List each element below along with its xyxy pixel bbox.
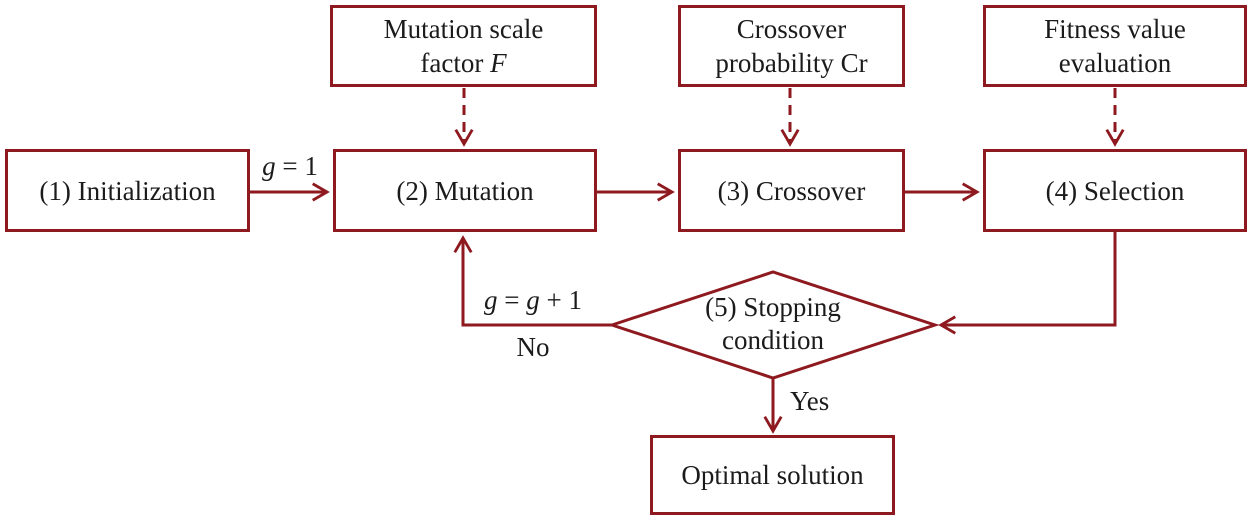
param-line: probability Cr — [715, 48, 868, 78]
stopping-condition-label: (5) Stopping condition — [705, 292, 841, 355]
step-label: (1) Initialization — [39, 175, 216, 206]
arrow-no-loop-to-mutation — [453, 235, 612, 327]
edge-label-g-increment: g = g + 1 — [484, 285, 582, 315]
result-label: Optimal solution — [681, 460, 864, 490]
box-crossover-probability: Crossover probability Cr — [678, 5, 905, 87]
edge-label-yes: Yes — [790, 386, 830, 416]
arrow-selection-to-diamond — [938, 232, 1117, 335]
box-mutation: (2) Mutation — [333, 149, 597, 232]
edge-label-no: No — [516, 332, 550, 362]
param-line: evaluation — [1058, 48, 1172, 78]
box-crossover: (3) Crossover — [678, 149, 905, 232]
box-optimal-solution: Optimal solution — [650, 435, 895, 515]
param-line: factor F — [420, 48, 507, 78]
edge-label-g-equals-1: g = 1 — [262, 151, 318, 181]
param-line: Mutation scale — [383, 14, 544, 44]
box-initialization: (1) Initialization — [5, 149, 250, 232]
stopping-condition-diamond — [607, 270, 940, 380]
box-selection: (4) Selection — [983, 149, 1247, 232]
box-fitness-evaluation: Fitness value evaluation — [983, 5, 1247, 87]
step-label: (3) Crossover — [717, 175, 866, 206]
step-label: (2) Mutation — [396, 175, 534, 206]
param-line: Fitness value — [1044, 14, 1186, 44]
step-label: (4) Selection — [1045, 175, 1185, 206]
param-line: Crossover — [736, 14, 847, 44]
box-mutation-scale-factor: Mutation scale factor F — [330, 5, 597, 87]
